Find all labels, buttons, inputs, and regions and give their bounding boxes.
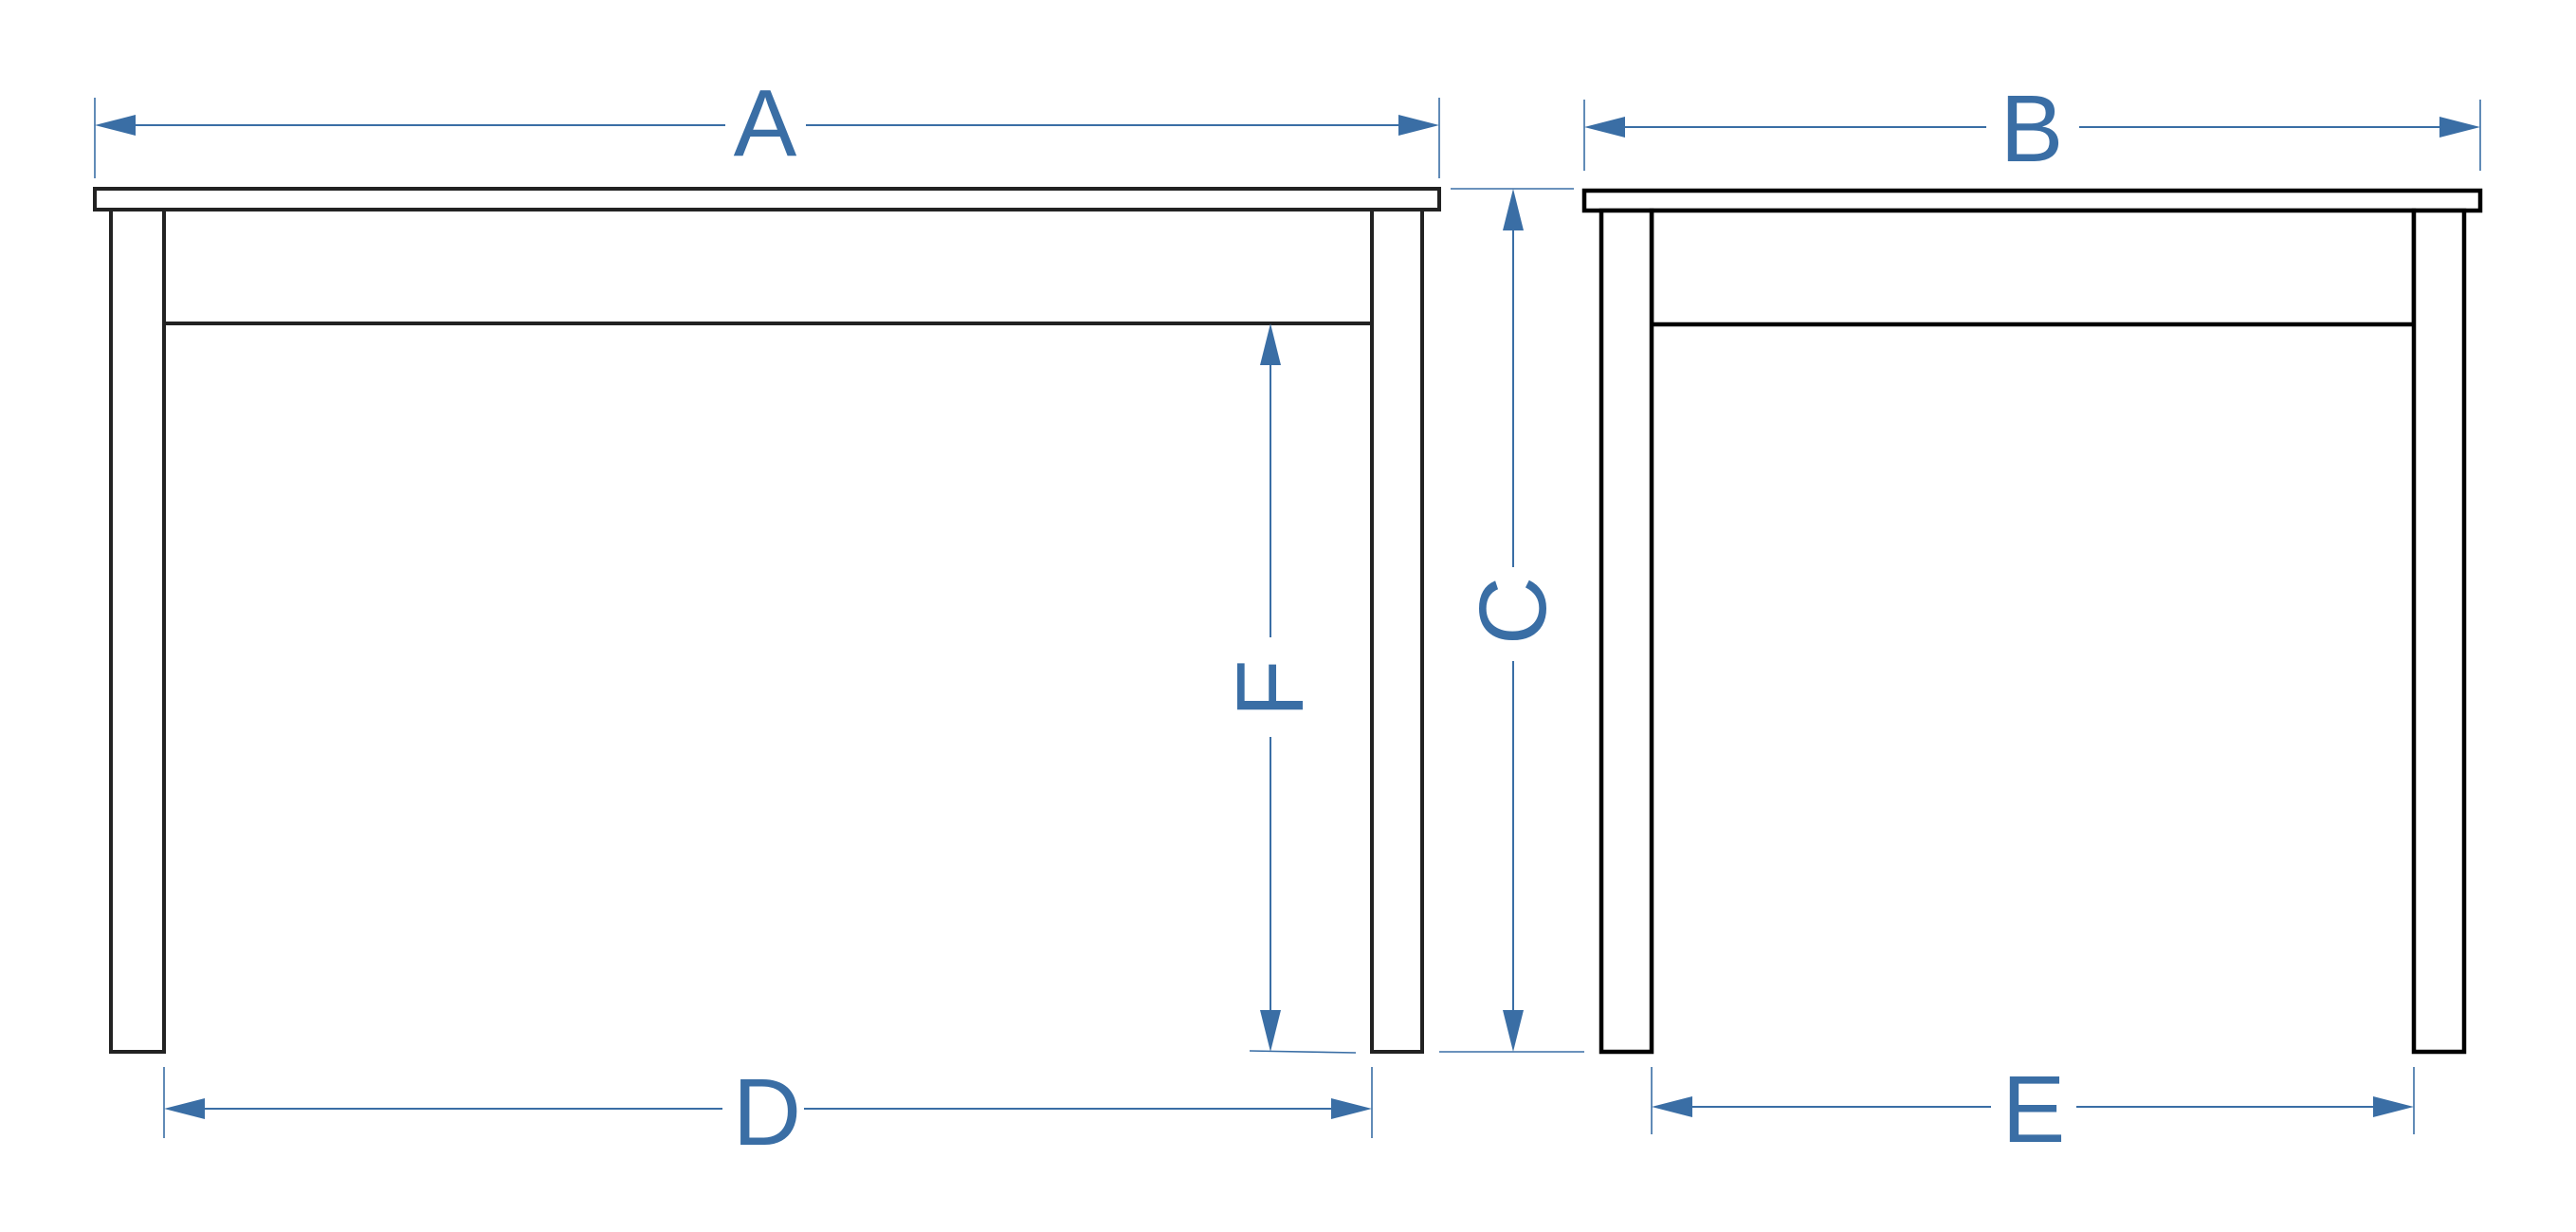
front-apron — [162, 208, 1374, 325]
front-view — [93, 187, 1441, 1054]
dimension-label-a: A — [734, 70, 797, 176]
dimension-d: D — [163, 1059, 1373, 1166]
dimension-label-d: D — [733, 1059, 801, 1166]
dimension-b: B — [1583, 76, 2481, 182]
dimension-f: F — [1217, 323, 1357, 1054]
dimension-a: A — [94, 70, 1440, 178]
front-left-leg — [109, 208, 166, 1054]
dimension-label-f: F — [1217, 659, 1324, 717]
side-table-top — [1581, 188, 2483, 213]
dimension-label-b: B — [2001, 76, 2064, 182]
front-table-top — [93, 187, 1441, 211]
side-view — [1581, 188, 2483, 1055]
dimension-label-e: E — [2002, 1057, 2066, 1163]
side-apron — [1649, 208, 2417, 327]
dimension-e: E — [1651, 1057, 2415, 1163]
dimension-label-c: C — [1460, 577, 1566, 645]
dimension-c: C — [1439, 188, 1584, 1053]
side-left-leg — [1599, 208, 1654, 1055]
front-right-leg — [1370, 208, 1424, 1054]
side-right-leg — [2411, 208, 2467, 1055]
